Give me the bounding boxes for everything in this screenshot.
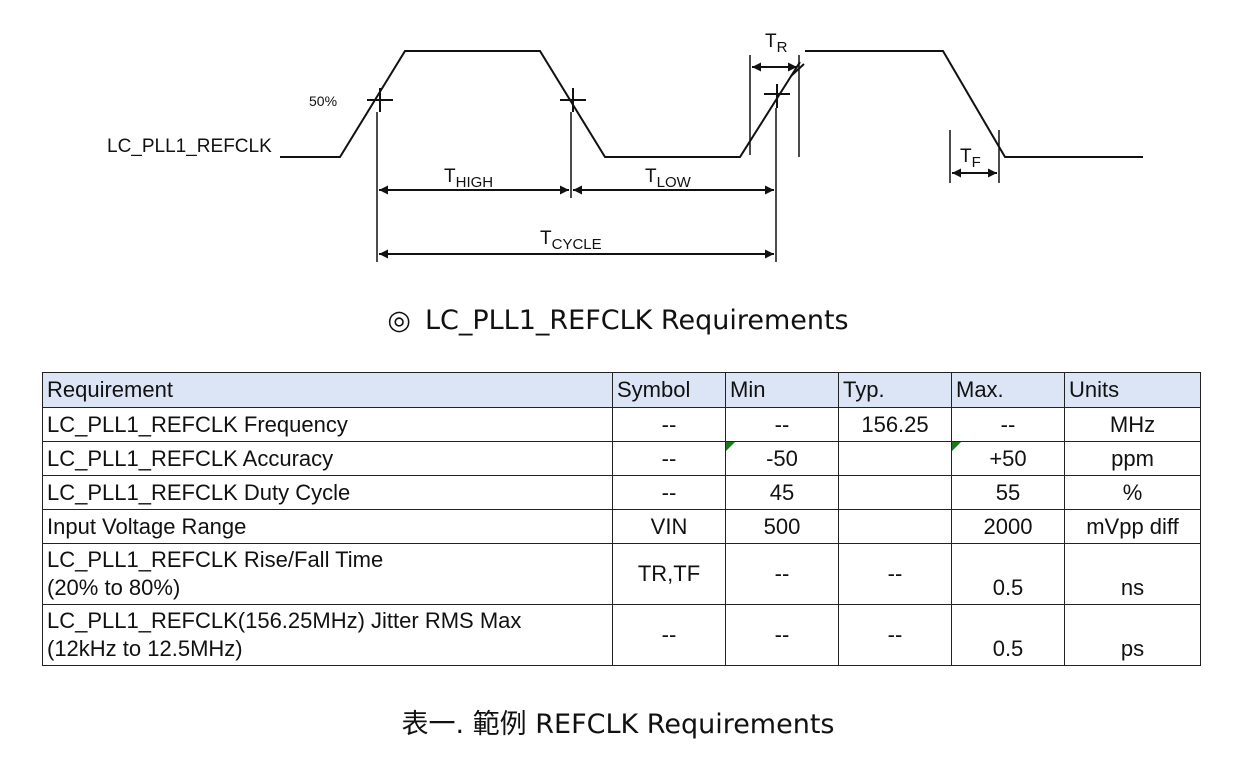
typ-cell xyxy=(838,441,952,476)
t-high-label: THIGH xyxy=(444,166,493,191)
symbol-cell: -- xyxy=(612,475,726,510)
requirement-cell: Input Voltage Range xyxy=(42,509,613,544)
double-circle-icon: ◎ xyxy=(387,305,411,336)
t-low-label: TLOW xyxy=(645,166,692,191)
min-cell: 500 xyxy=(725,509,839,544)
typ-cell: 156.25 xyxy=(838,407,952,442)
min-cell: -- xyxy=(725,407,839,442)
units-cell: % xyxy=(1064,475,1201,510)
dimension-arrows xyxy=(379,62,997,259)
header-min: Min xyxy=(725,372,839,408)
requirement-cell: LC_PLL1_REFCLK Accuracy xyxy=(42,441,613,476)
symbol-cell: VIN xyxy=(612,509,726,544)
table-header-row: Requirement Symbol Min Typ. Max. Units xyxy=(42,372,1201,408)
comment-marker-icon xyxy=(726,442,735,451)
header-requirement: Requirement xyxy=(42,372,613,408)
signal-label: LC_PLL1_REFCLK xyxy=(107,136,272,157)
typ-cell: -- xyxy=(838,543,952,605)
table-row: LC_PLL1_REFCLK Accuracy -- -50 +50 ppm xyxy=(42,441,1201,476)
table-row: Input Voltage Range VIN 500 2000 mVpp di… xyxy=(42,509,1201,544)
header-typ: Typ. xyxy=(838,372,952,408)
max-cell: 0.5 xyxy=(951,543,1065,605)
min-cell: -- xyxy=(725,604,839,666)
max-cell: 55 xyxy=(951,475,1065,510)
comment-marker-icon xyxy=(952,442,961,451)
table-row: LC_PLL1_REFCLK(156.25MHz) Jitter RMS Max… xyxy=(42,604,1201,666)
requirement-cell: LC_PLL1_REFCLK(156.25MHz) Jitter RMS Max… xyxy=(42,604,613,666)
t-fall-label: TF xyxy=(960,146,981,171)
timing-diagram: LC_PLL1_REFCLK 50% THIGH TLOW xyxy=(107,31,1143,262)
symbol-cell: -- xyxy=(612,407,726,442)
table-caption: 表一. 範例 REFCLK Requirements xyxy=(401,709,835,740)
requirement-cell: LC_PLL1_REFCLK Duty Cycle xyxy=(42,475,613,510)
header-max: Max. xyxy=(951,372,1065,408)
header-units: Units xyxy=(1064,372,1201,408)
min-cell: 45 xyxy=(725,475,839,510)
t-cycle-label: TCYCLE xyxy=(540,228,602,253)
units-cell: ns xyxy=(1064,543,1201,605)
units-cell: ppm xyxy=(1064,441,1201,476)
typ-cell xyxy=(838,475,952,510)
reference-lines xyxy=(376,55,1000,262)
units-cell: ps xyxy=(1064,604,1201,666)
units-cell: MHz xyxy=(1064,407,1201,442)
symbol-cell: TR,TF xyxy=(612,543,726,605)
max-cell: 2000 xyxy=(951,509,1065,544)
min-cell: -50 xyxy=(725,441,839,476)
symbol-cell: -- xyxy=(612,441,726,476)
clock-waveform xyxy=(280,50,1143,158)
t-rise-label: TR xyxy=(765,31,788,56)
table-row: LC_PLL1_REFCLK Rise/Fall Time(20% to 80%… xyxy=(42,543,1201,605)
figure-caption-text: LC_PLL1_REFCLK Requirements xyxy=(424,305,849,336)
symbol-cell: -- xyxy=(612,604,726,666)
max-cell: +50 xyxy=(951,441,1065,476)
figure-caption: ◎ LC_PLL1_REFCLK Requirements xyxy=(0,305,1236,336)
typ-cell: -- xyxy=(838,604,952,666)
typ-cell xyxy=(838,509,952,544)
requirement-cell: LC_PLL1_REFCLK Rise/Fall Time(20% to 80%… xyxy=(42,543,613,605)
header-symbol: Symbol xyxy=(612,372,726,408)
requirements-table: Requirement Symbol Min Typ. Max. Units L… xyxy=(42,372,1201,666)
max-cell: -- xyxy=(951,407,1065,442)
units-cell: mVpp diff xyxy=(1064,509,1201,544)
min-cell: -- xyxy=(725,543,839,605)
table-row: LC_PLL1_REFCLK Frequency -- -- 156.25 --… xyxy=(42,407,1201,442)
threshold-label: 50% xyxy=(309,93,337,109)
max-cell: 0.5 xyxy=(951,604,1065,666)
requirement-cell: LC_PLL1_REFCLK Frequency xyxy=(42,407,613,442)
table-row: LC_PLL1_REFCLK Duty Cycle -- 45 55 % xyxy=(42,475,1201,510)
